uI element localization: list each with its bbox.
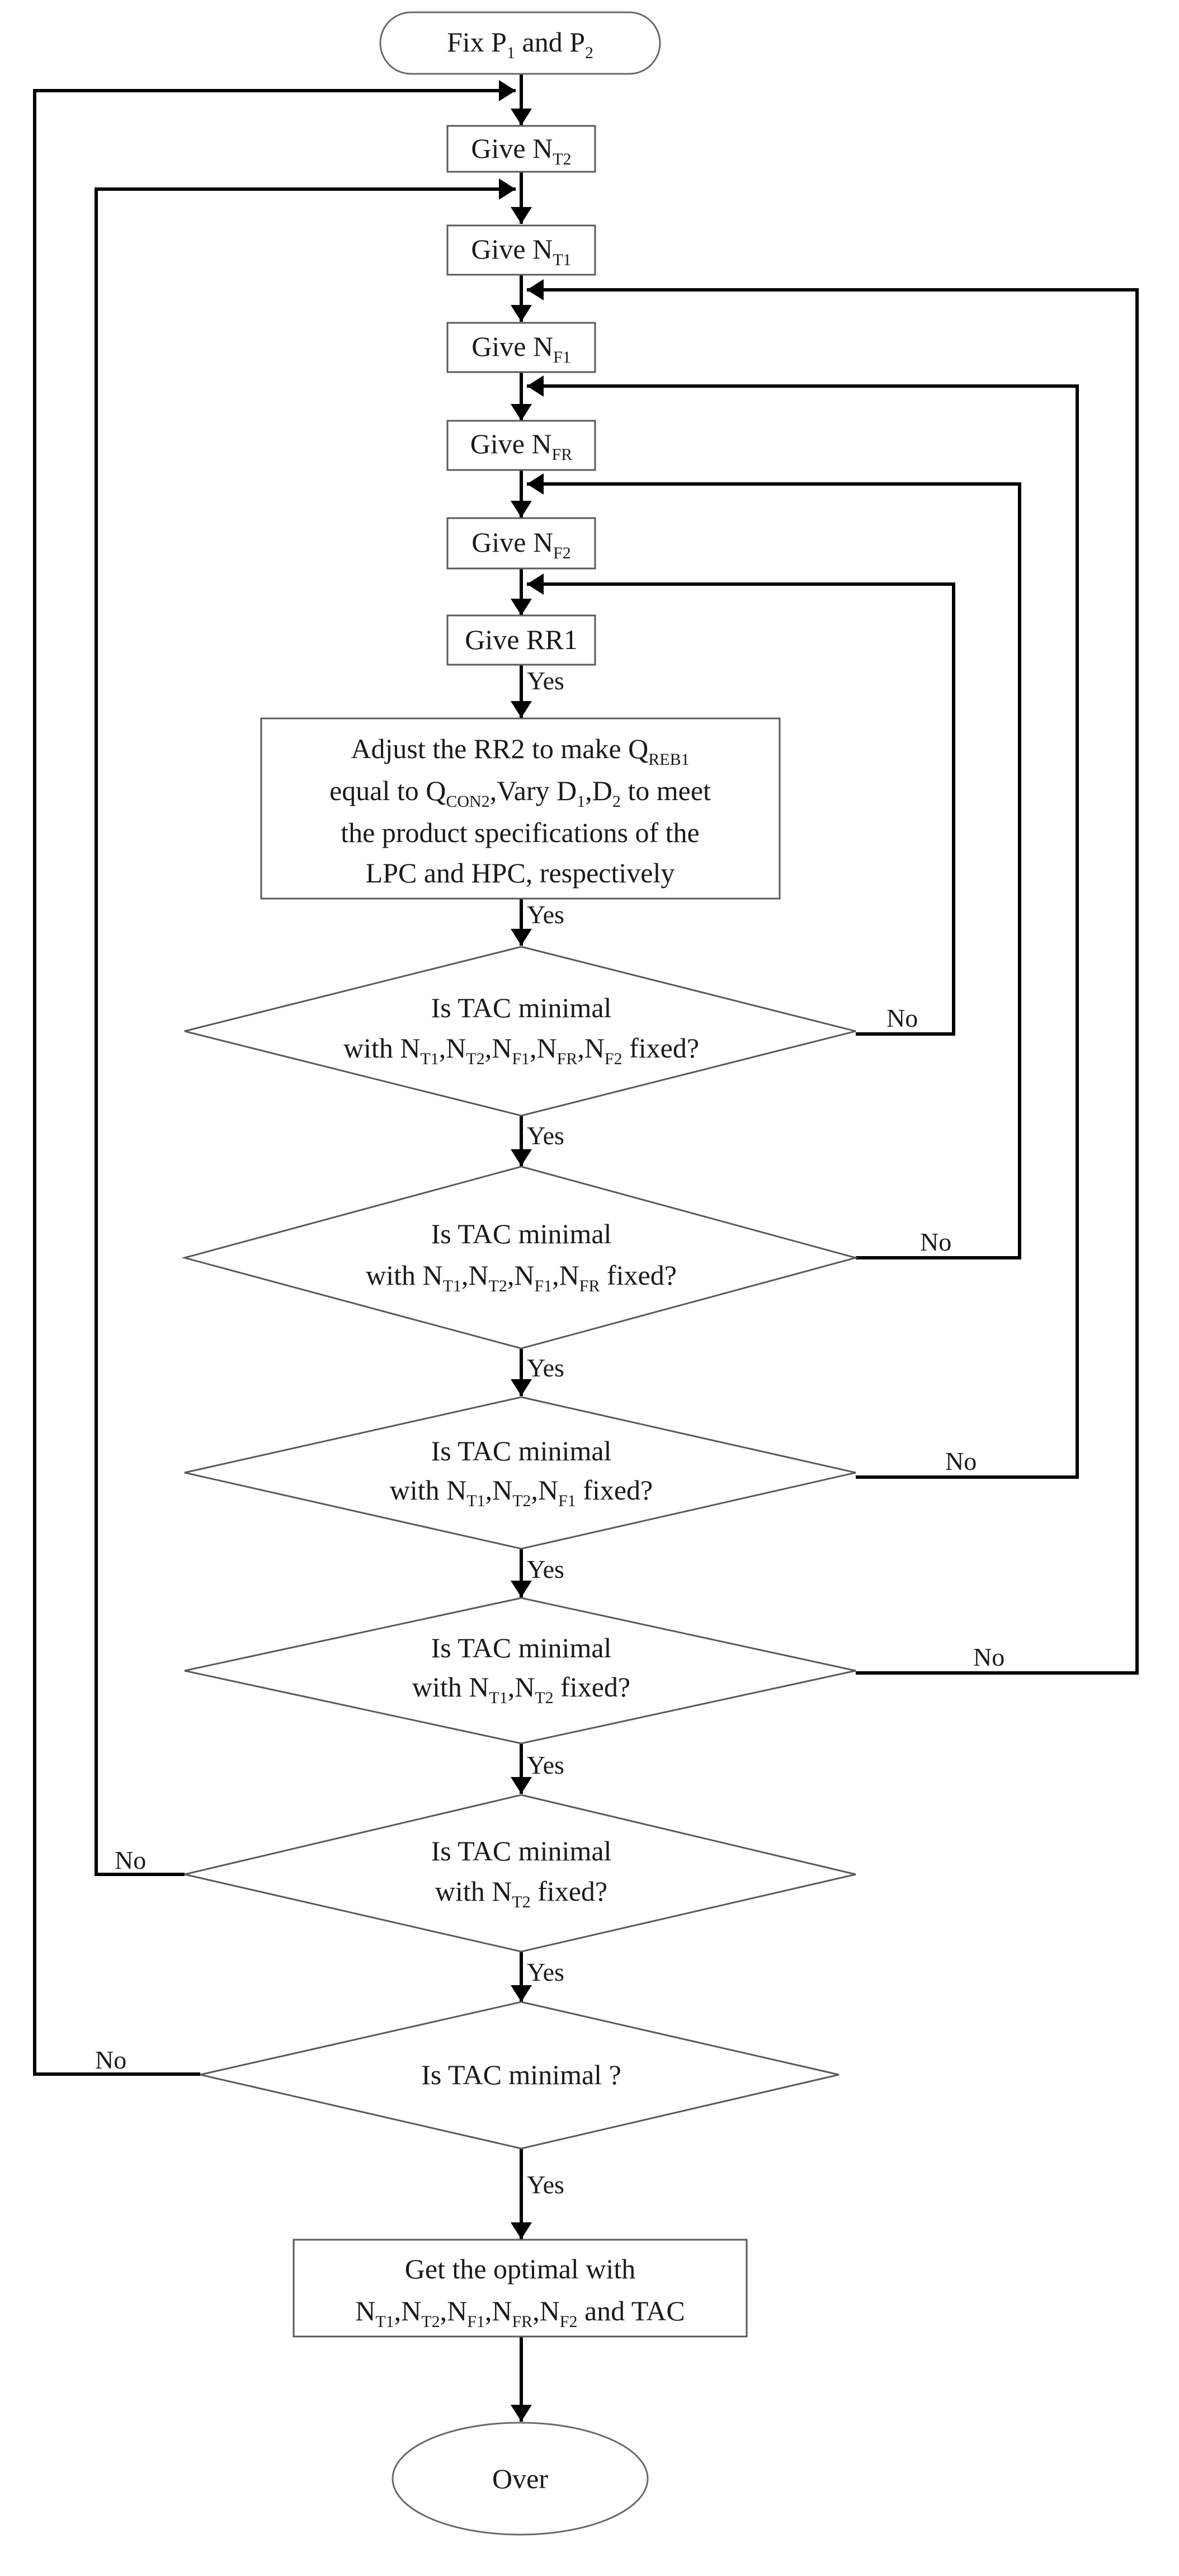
decision-d6-title: Is TAC minimal ? [421, 2059, 621, 2090]
yes-label-rr1: Yes [527, 666, 564, 695]
decision-d1-shape [184, 946, 856, 1117]
start-terminal-shape [379, 11, 661, 75]
step-result: Get the optimal with NT1,NT2,NF1,NFR,NF2… [293, 2239, 748, 2338]
adjust-line-4: LPC and HPC, respectively [366, 857, 675, 889]
step-give-nt2-label: Give NT2 [471, 133, 571, 168]
decision-d2-shape [181, 1165, 859, 1350]
no-label-d3: No [945, 1447, 977, 1475]
step-give-nt1: Give NT1 [446, 224, 596, 276]
step-result-box [293, 2239, 748, 2338]
decision-d5-shape [184, 1794, 856, 1953]
step-give-nf2-label: Give NF2 [471, 527, 571, 562]
no-label-d4: No [973, 1643, 1004, 1671]
decision-d6-shape [200, 2001, 840, 2150]
result-line-1: Get the optimal with [405, 2253, 635, 2284]
branch-labels: Yes Yes Yes Yes Yes Yes Yes Yes No No No… [95, 666, 1004, 2199]
loop-d4-to-nt1 [527, 279, 1139, 1675]
no-label-d2: No [920, 1228, 951, 1256]
step-give-nt1-label: Give NT1 [471, 233, 571, 269]
step-give-nfr: Give NFR [446, 420, 596, 471]
no-label-d6: No [95, 2046, 126, 2074]
step-give-nf1: Give NF1 [446, 322, 596, 373]
loop-d5-to-nt2 [95, 178, 516, 1876]
decision-d4: Is TAC minimal with NT1,NT2 fixed? [184, 1597, 856, 1745]
decision-d3: Is TAC minimal with NT1,NT2,NF1 fixed? [184, 1396, 856, 1550]
step-give-nf2-box [446, 517, 596, 570]
step-give-nt1-box [446, 224, 596, 276]
step-adjust-box [260, 717, 781, 900]
no-label-d1: No [886, 1004, 918, 1032]
decision-d5: Is TAC minimal with NT2 fixed? [184, 1794, 856, 1953]
result-line-2: NT1,NT2,NF1,NFR,NF2 and TAC [355, 2295, 685, 2331]
adjust-line-1: Adjust the RR2 to make QREB1 [351, 733, 689, 769]
yes-label-d5: Yes [527, 1958, 564, 1986]
step-give-nf1-label: Give NF1 [471, 331, 571, 366]
decision-d3-shape [184, 1396, 856, 1550]
loop-d2-to-nfr [527, 473, 1021, 1259]
end-terminal: Over [392, 2422, 649, 2536]
decision-d2-condition: with NT1,NT2,NF1,NFR fixed? [366, 1259, 677, 1295]
decision-d4-title: Is TAC minimal [431, 1632, 612, 1663]
yes-label-d6: Yes [527, 2170, 564, 2199]
end-label: Over [492, 2463, 548, 2494]
decision-d3-title: Is TAC minimal [431, 1435, 612, 1466]
step-adjust: Adjust the RR2 to make QREB1 equal to QC… [260, 717, 781, 900]
step-give-nfr-box [446, 420, 596, 471]
decision-d4-condition: with NT1,NT2 fixed? [412, 1671, 630, 1707]
decision-d2: Is TAC minimal with NT1,NT2,NF1,NFR fixe… [181, 1165, 859, 1350]
adjust-line-3: the product specifications of the [341, 817, 699, 848]
yes-label-d2: Yes [527, 1353, 564, 1382]
decision-d1: Is TAC minimal with NT1,NT2,NF1,NFR,NF2 … [184, 946, 856, 1117]
step-give-nt2: Give NT2 [446, 125, 596, 173]
step-give-nt2-box [446, 125, 596, 173]
no-label-d5: No [115, 1846, 146, 1874]
feedback-connectors [33, 80, 1139, 2076]
start-terminal: Fix P1 and P2 [379, 11, 661, 75]
end-terminal-shape [392, 2422, 649, 2536]
decision-d2-title: Is TAC minimal [431, 1218, 612, 1249]
decision-d5-condition: with NT2 fixed? [435, 1875, 607, 1911]
decision-d6: Is TAC minimal ? [200, 2001, 840, 2150]
loop-d6-to-start [33, 80, 516, 2076]
decision-d5-title: Is TAC minimal [431, 1835, 612, 1867]
step-give-rr1-box [446, 614, 596, 666]
decision-d3-condition: with NT1,NT2,NF1 fixed? [390, 1474, 653, 1510]
adjust-line-2: equal to QCON2,Vary D1,D2 to meet [329, 775, 711, 811]
loop-d1-to-nf2 [527, 574, 955, 1036]
decision-d1-title: Is TAC minimal [431, 992, 612, 1023]
step-give-rr1: Give RR1 [446, 614, 596, 666]
yes-label-d1: Yes [527, 1121, 564, 1150]
decision-d4-shape [184, 1597, 856, 1745]
yes-label-adjust: Yes [527, 900, 564, 929]
decision-d1-condition: with NT1,NT2,NF1,NFR,NF2 fixed? [343, 1032, 699, 1068]
yes-label-d4: Yes [527, 1751, 564, 1779]
step-give-nfr-label: Give NFR [470, 428, 573, 464]
loop-d3-to-nf1 [527, 375, 1079, 1479]
start-label: Fix P1 and P2 [447, 26, 593, 62]
step-give-nf1-box [446, 322, 596, 373]
step-give-rr1-label: Give RR1 [465, 624, 577, 655]
step-give-nf2: Give NF2 [446, 517, 596, 570]
yes-label-d3: Yes [527, 1555, 564, 1583]
